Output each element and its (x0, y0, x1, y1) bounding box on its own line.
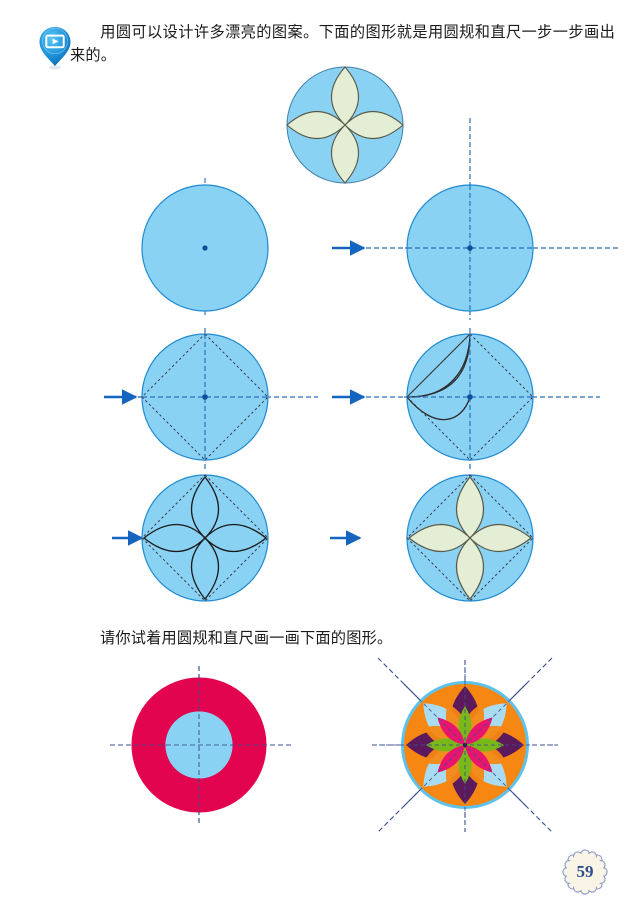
page-number: 59 (576, 862, 594, 881)
figure-step-5 (141, 474, 269, 602)
figure-mandala-rosette (372, 657, 558, 833)
figure-step-3 (138, 328, 318, 470)
intro-paragraph-text: 用圆可以设计许多漂亮的图案。下面的图形就是用圆规和直尺一步一步画出来的。 (70, 24, 615, 64)
page-number-badge: 59 (561, 848, 609, 896)
figure-step-6 (406, 474, 534, 602)
practice-prompt: 请你试着用圆规和直尺画一画下面的图形。 (100, 630, 393, 647)
scalloped-badge-shape (562, 849, 608, 895)
figure-step-4 (404, 328, 600, 470)
intro-paragraph: 用圆可以设计许多漂亮的图案。下面的图形就是用圆规和直尺一步一步画出来的。 (70, 22, 615, 67)
intro-block: 用圆可以设计许多漂亮的图案。下面的图形就是用圆规和直尺一步一步画出来的。 (0, 22, 626, 92)
figure-pinwheel (110, 666, 292, 826)
location-pin-media-icon (39, 27, 71, 70)
figure-step-2 (405, 118, 620, 320)
figure-step-1 (141, 178, 269, 318)
